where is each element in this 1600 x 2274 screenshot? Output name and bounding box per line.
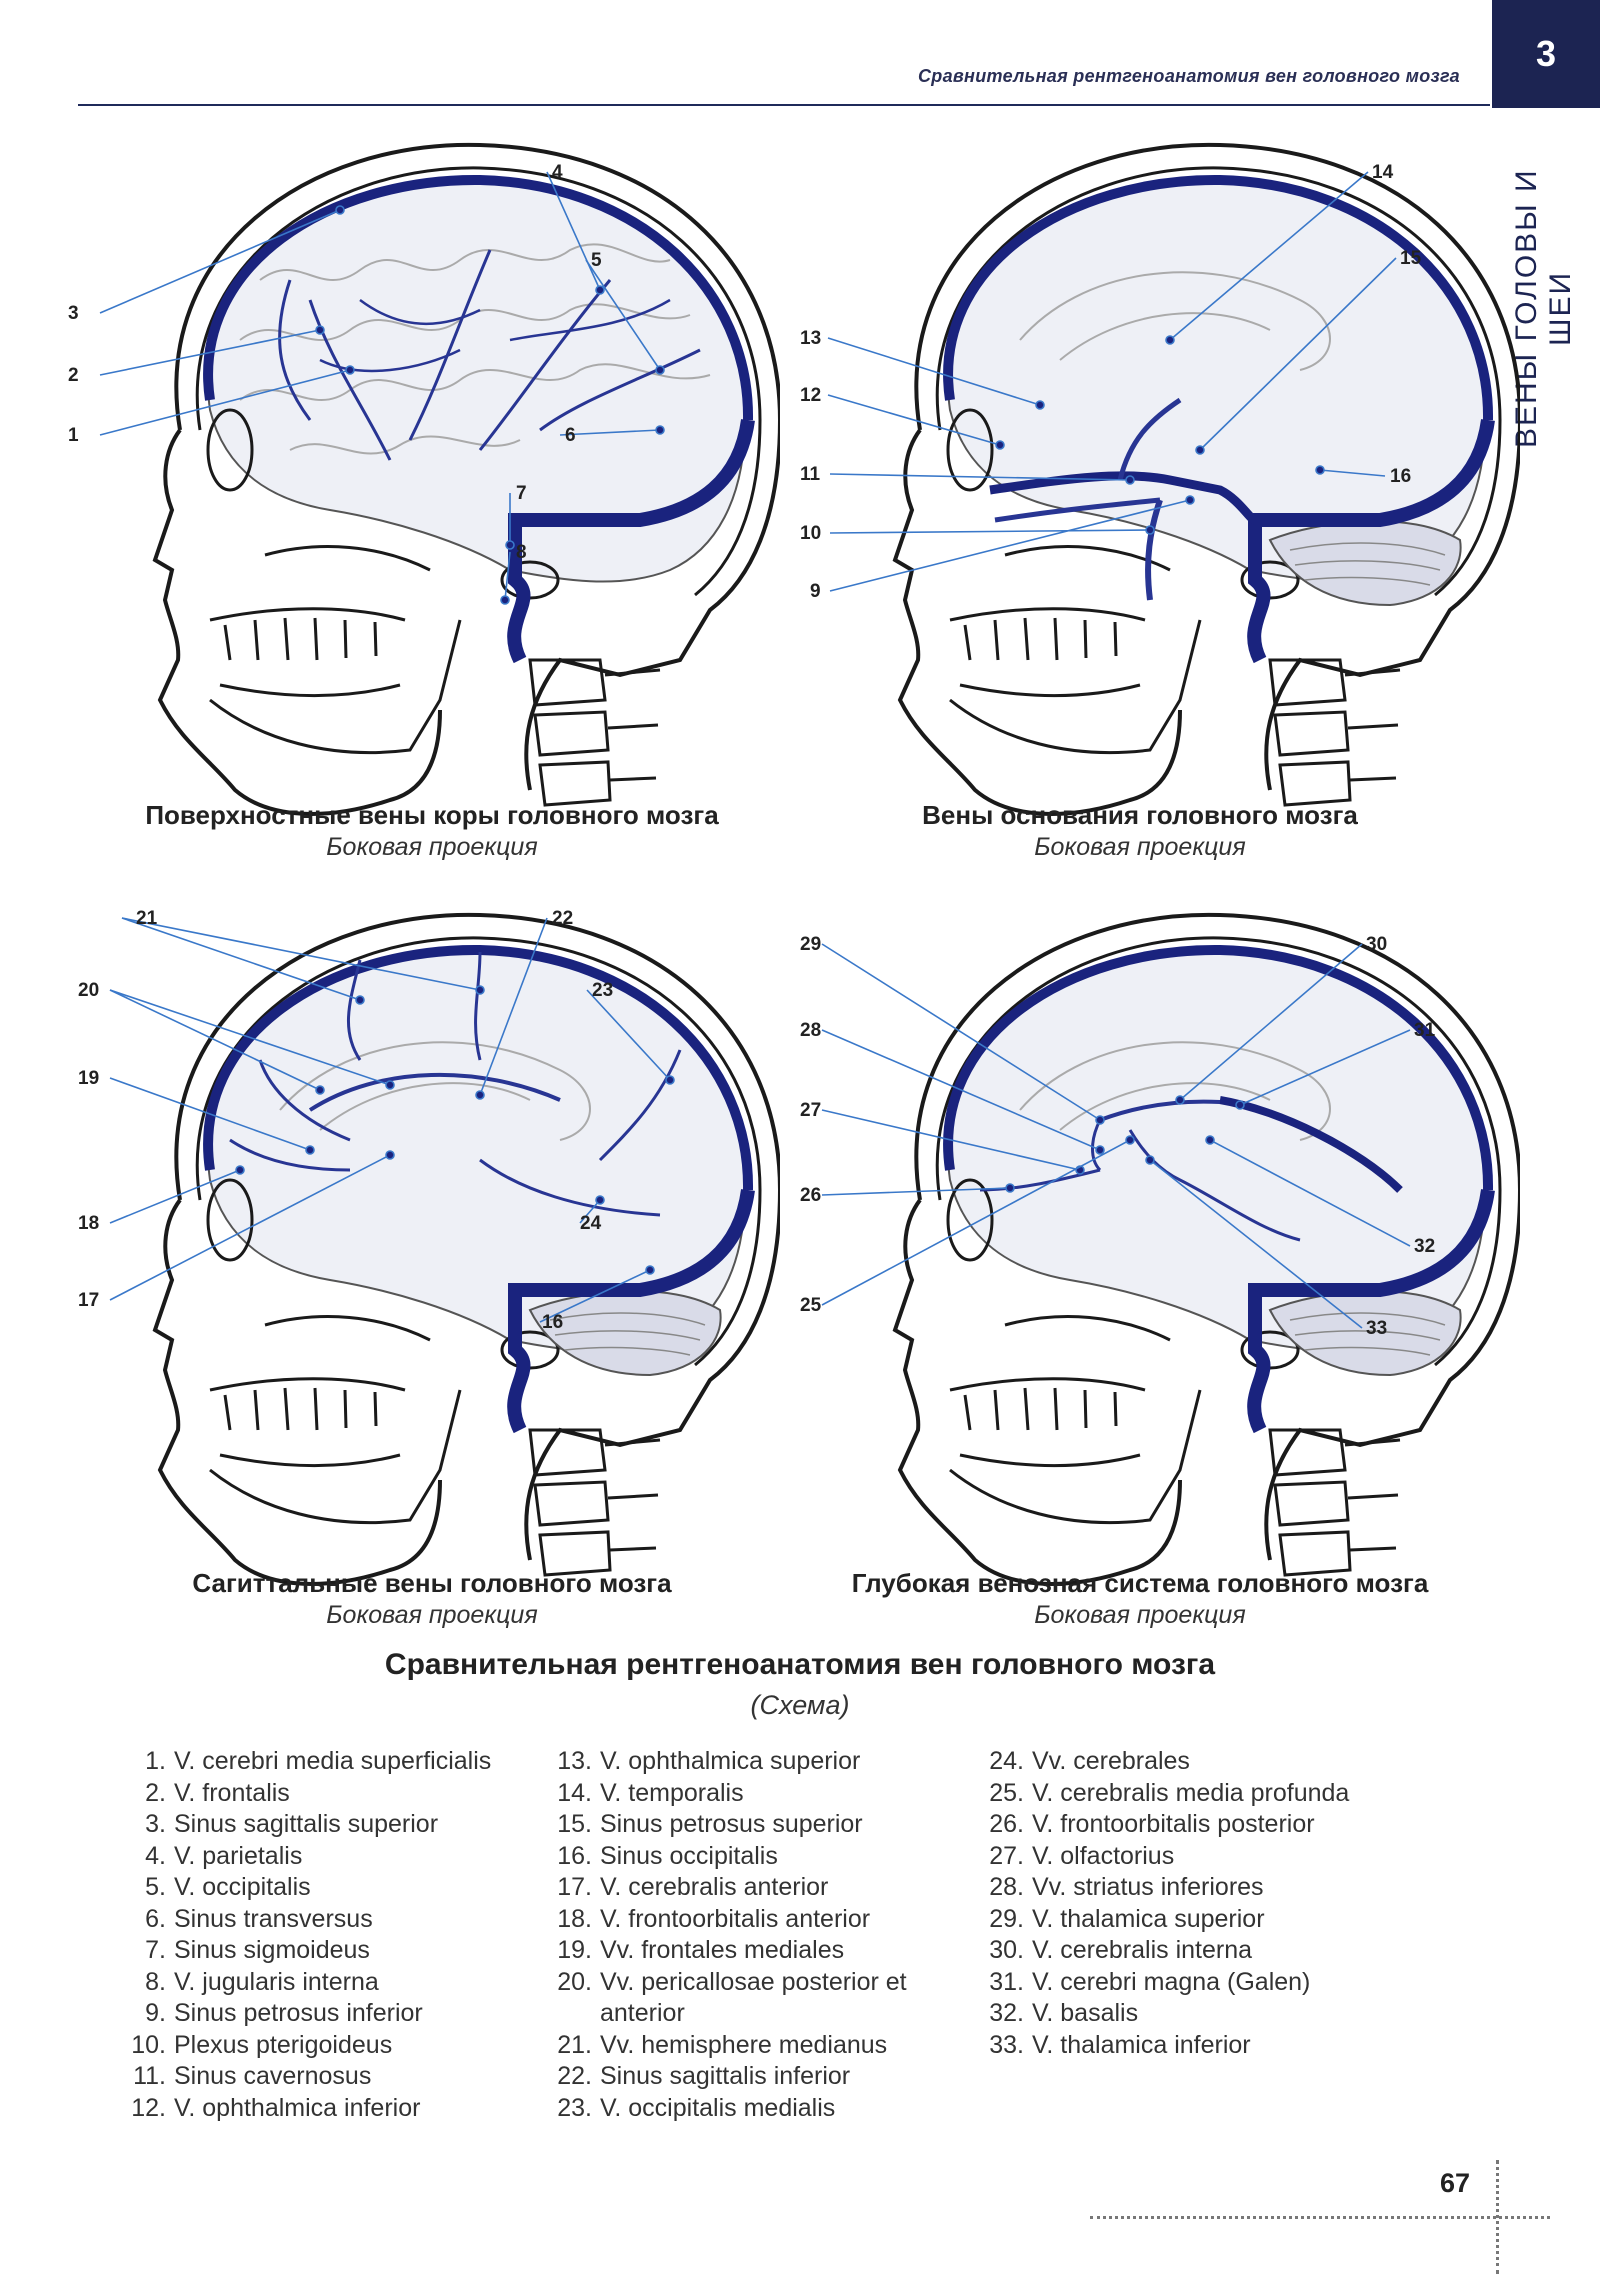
label-6: 6 bbox=[565, 425, 576, 446]
dotted-rule-vertical bbox=[1496, 2160, 1499, 2274]
label-22: 22 bbox=[552, 908, 573, 929]
label-7: 7 bbox=[516, 483, 527, 504]
label-1: 1 bbox=[68, 425, 79, 446]
legend-item: 32.V. basalis bbox=[989, 1999, 1139, 2027]
skull-lateral-diagram: 4 3 5 2 1 6 7 8 bbox=[68, 142, 780, 816]
legend-item: 15.Sinus petrosus superior bbox=[557, 1810, 863, 1838]
label-15: 15 bbox=[1400, 248, 1422, 269]
label-20: 20 bbox=[78, 980, 99, 1001]
legend-item: 27.V. olfactorius bbox=[989, 1841, 1175, 1870]
label-24: 24 bbox=[580, 1213, 602, 1234]
label-16: 16 bbox=[542, 1312, 563, 1333]
figure-subtitle: (Схема) bbox=[750, 1690, 850, 1720]
legend-item: 22.Sinus sagittalis inferior bbox=[557, 2062, 851, 2090]
legend-item: 10.Plexus pterigoideus bbox=[131, 2030, 393, 2059]
label-33: 33 bbox=[1366, 1318, 1387, 1339]
legend-item: 7.Sinus sigmoideus bbox=[145, 1936, 370, 1964]
label-16: 16 bbox=[1390, 466, 1411, 487]
legend-item: 6.Sinus transversus bbox=[145, 1904, 373, 1933]
skull-lateral-diagram: 21 22 20 23 19 18 24 17 16 bbox=[78, 908, 780, 1586]
label-31: 31 bbox=[1414, 1020, 1436, 1041]
label-30: 30 bbox=[1366, 934, 1387, 955]
header-rule bbox=[78, 104, 1490, 106]
page-number: 67 bbox=[1440, 2168, 1471, 2198]
diagram-sagittal-veins: 21 22 20 23 19 18 24 17 16 bbox=[60, 870, 780, 1590]
chapter-tab: 3 bbox=[1492, 0, 1600, 108]
legend-item: 33.V. thalamica inferior bbox=[989, 2030, 1251, 2059]
label-8: 8 bbox=[516, 542, 527, 563]
legend-item: 17.V. cerebralis anterior bbox=[557, 1873, 829, 1901]
legend-item: 30.V. cerebralis interna bbox=[989, 1936, 1253, 1964]
legend-item: 11.Sinus cavernosus bbox=[133, 2062, 372, 2090]
caption-sagittal: Сагиттальные вены головного мозга Бокова… bbox=[72, 1568, 792, 1630]
label-21: 21 bbox=[136, 908, 158, 929]
label-5: 5 bbox=[591, 250, 602, 271]
legend-item: 3.Sinus sagittalis superior bbox=[145, 1810, 439, 1838]
legend-column-3: 24.Vv. cerebrales 25.V. cerebralis media… bbox=[988, 1746, 1349, 2061]
label-27: 27 bbox=[800, 1100, 821, 1121]
running-title: Сравнительная рентгеноанатомия вен голов… bbox=[917, 66, 1460, 86]
dotted-rule-horizontal bbox=[1090, 2216, 1550, 2219]
caption-subtitle: Боковая проекция bbox=[326, 1601, 538, 1629]
legend-item: 16.Sinus occipitalis bbox=[557, 1841, 778, 1870]
legend-item: 12.V. ophthalmica inferior bbox=[131, 2093, 421, 2122]
caption-subtitle: Боковая проекция bbox=[326, 833, 538, 861]
legend-item: 13.V. ophthalmica superior bbox=[557, 1747, 861, 1775]
label-19: 19 bbox=[78, 1068, 99, 1089]
figure-title: Сравнительная рентгеноанатомия вен голов… bbox=[384, 1648, 1216, 1681]
label-14: 14 bbox=[1372, 162, 1394, 183]
diagram-base-veins: 14 15 13 12 11 16 10 9 bbox=[800, 100, 1520, 820]
skull-lateral-diagram: 14 15 13 12 11 16 10 9 bbox=[800, 142, 1520, 816]
legend-column-1: 1.V. cerebri media superficialis 2.V. fr… bbox=[130, 1746, 491, 2124]
legend-item: 23.V. occipitalis medialis bbox=[557, 2093, 836, 2122]
caption-base: Вены основания головного мозга Боковая п… bbox=[780, 800, 1500, 862]
caption-title: Поверхностные вены коры головного мозга bbox=[145, 800, 719, 830]
label-9: 9 bbox=[810, 581, 821, 602]
label-23: 23 bbox=[592, 980, 613, 1001]
label-28: 28 bbox=[800, 1020, 821, 1041]
legend-item-continuation: anterior bbox=[600, 1999, 685, 2027]
legend-item: 29.V. thalamica superior bbox=[989, 1904, 1265, 1933]
caption-title: Сагиттальные вены головного мозга bbox=[192, 1568, 672, 1598]
label-17: 17 bbox=[78, 1290, 99, 1311]
caption-subtitle: Боковая проекция bbox=[1034, 1601, 1246, 1629]
legend-item: 20.Vv. pericallosae posterior et bbox=[557, 1967, 907, 1996]
legend-item: 1.V. cerebri media superficialis bbox=[145, 1747, 492, 1775]
label-32: 32 bbox=[1414, 1236, 1435, 1257]
label-12: 12 bbox=[800, 385, 821, 406]
legend-item: 19.Vv. frontales mediales bbox=[557, 1936, 845, 1964]
legend-item: 2.V. frontalis bbox=[145, 1778, 290, 1807]
legend-item: 8.V. jugularis interna bbox=[145, 1967, 379, 1996]
label-29: 29 bbox=[800, 934, 821, 955]
legend-item: 31.V. cerebri magna (Galen) bbox=[989, 1967, 1311, 1996]
legend-item: 5.V. occipitalis bbox=[145, 1873, 311, 1901]
caption-deep: Глубокая венозная система головного мозг… bbox=[780, 1568, 1500, 1630]
label-11: 11 bbox=[800, 464, 821, 485]
label-13: 13 bbox=[800, 328, 821, 349]
label-25: 25 bbox=[800, 1295, 822, 1316]
label-2: 2 bbox=[68, 365, 79, 386]
legend-item: 21.Vv. hemisphere medianus bbox=[557, 2030, 888, 2059]
label-18: 18 bbox=[78, 1213, 99, 1234]
label-4: 4 bbox=[552, 162, 563, 183]
legend-item: 14.V. temporalis bbox=[557, 1778, 744, 1807]
diagram-superficial-veins: 4 3 5 2 1 6 7 8 bbox=[60, 100, 780, 820]
legend-item: 24.Vv. cerebrales bbox=[989, 1747, 1190, 1775]
legend-item: 4.V. parietalis bbox=[145, 1841, 303, 1870]
label-10: 10 bbox=[800, 523, 821, 544]
caption-subtitle: Боковая проекция bbox=[1034, 833, 1246, 861]
caption-title: Вены основания головного мозга bbox=[922, 800, 1358, 830]
legend-item: 18.V. frontoorbitalis anterior bbox=[557, 1904, 871, 1933]
label-26: 26 bbox=[800, 1185, 821, 1206]
legend-column-2: 13.V. ophthalmica superior 14.V. tempora… bbox=[556, 1746, 907, 2124]
legend-item: 28.Vv. striatus inferiores bbox=[989, 1873, 1264, 1901]
caption-superficial: Поверхностные вены коры головного мозга … bbox=[72, 800, 792, 862]
skull-lateral-diagram: 29 30 28 31 27 26 32 25 33 bbox=[800, 912, 1520, 1586]
label-3: 3 bbox=[68, 303, 79, 324]
legend-item: 26.V. frontoorbitalis posterior bbox=[989, 1810, 1315, 1838]
legend-item: 25.V. cerebralis media profunda bbox=[989, 1778, 1350, 1807]
diagram-deep-venous-system: 29 30 28 31 27 26 32 25 33 bbox=[800, 870, 1520, 1590]
legend-item: 9.Sinus petrosus inferior bbox=[145, 1999, 423, 2027]
caption-title: Глубокая венозная система головного мозг… bbox=[851, 1568, 1429, 1598]
